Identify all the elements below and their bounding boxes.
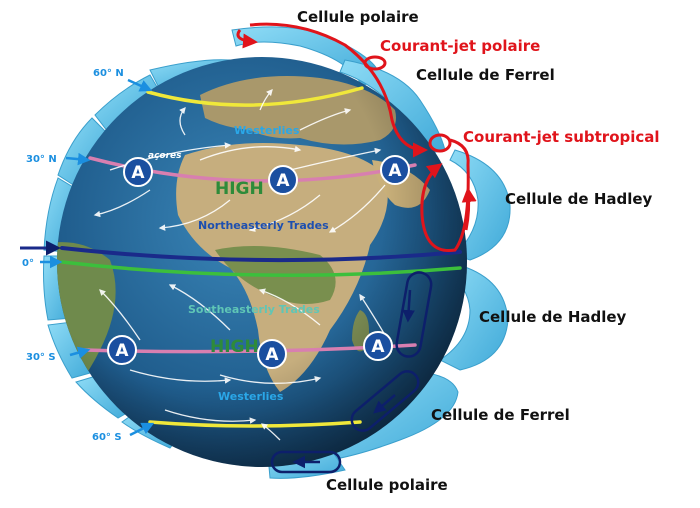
anticyclone-badges: A A A A A A — [107, 155, 410, 369]
line-60n — [146, 86, 364, 107]
westerlies-north-label: Westerlies — [234, 124, 300, 137]
polar-cell-top-label: Cellule polaire — [297, 8, 419, 26]
lat-30s-label: 30° S — [26, 352, 56, 363]
polar-jet-knot — [363, 55, 387, 71]
ferrel-south-loop — [350, 370, 420, 432]
acores-label: açores — [148, 151, 182, 161]
high-south-label: HIGH — [210, 337, 259, 357]
line-60s — [148, 420, 362, 428]
hadley-cell-south-band — [439, 265, 509, 371]
svg-text:A: A — [115, 341, 129, 361]
lat-30n-label: 30° N — [26, 154, 57, 165]
anticyclone-arabia: A — [380, 155, 410, 185]
svg-text:A: A — [276, 171, 290, 191]
polar-jet-label: Courant-jet polaire — [380, 37, 540, 55]
southeasterly-trades-label: Southeasterly Trades — [188, 303, 320, 316]
svg-text:A: A — [131, 163, 145, 183]
hadley-south-loop — [395, 271, 433, 358]
high-north-label: HIGH — [215, 179, 264, 199]
lat-0-label: 0° — [22, 258, 34, 269]
jet-streams — [236, 22, 477, 253]
latitude-arrows — [40, 78, 155, 437]
hadley-cell-south-label: Cellule de Hadley — [479, 308, 627, 326]
polar-cell-bottom-label: Cellule polaire — [326, 476, 448, 494]
subtropical-jet-label: Courant-jet subtropical — [463, 128, 660, 146]
subtropical-jet-loop — [420, 138, 470, 253]
anticyclone-acores: A — [123, 157, 153, 187]
line-itcz — [60, 246, 462, 263]
wind-flow-arrows — [93, 89, 386, 441]
hadley-cell-north-band — [449, 149, 511, 261]
ferrel-cell-top-label: Cellule de Ferrel — [416, 66, 555, 84]
lat-60s-label: 60° S — [92, 432, 122, 443]
westerlies-south-label: Westerlies — [218, 390, 284, 403]
southern-cell-loops — [270, 271, 433, 474]
anticyclone-indian-ocean: A — [363, 331, 393, 361]
hadley-cell-north-label: Cellule de Hadley — [505, 190, 653, 208]
polar-south-loop — [270, 450, 342, 474]
line-equator — [60, 260, 462, 277]
ferrel-cell-bottom-label: Cellule de Ferrel — [431, 406, 570, 424]
svg-text:A: A — [388, 161, 402, 181]
anticyclone-sahara: A — [268, 165, 298, 195]
anticyclone-south-atlantic: A — [107, 335, 137, 365]
anticyclone-south-africa: A — [257, 339, 287, 369]
northeasterly-trades-label: Northeasterly Trades — [198, 219, 329, 232]
svg-text:A: A — [265, 345, 279, 365]
svg-text:A: A — [371, 337, 385, 357]
lat-60n-label: 60° N — [93, 68, 124, 79]
